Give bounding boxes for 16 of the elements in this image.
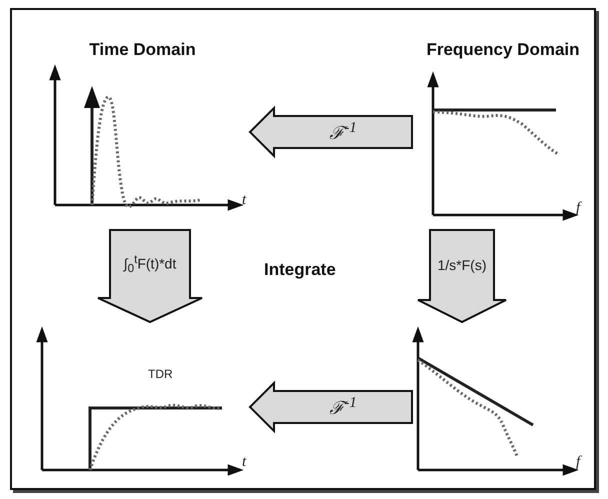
edge-label: ℱ$^{-1}$ [329,395,357,419]
edge-label: 1/s*F(s) [438,257,486,273]
axis-label: f [576,454,580,471]
block-arrow [417,229,507,324]
block-arrow [97,229,203,324]
axis-label: t [242,454,246,471]
edge-label: ℱ$^{-1}$ [329,120,357,144]
axis-label: f [576,200,580,217]
edge-label: ∫$_{0}$$^{t}$F(t)*dt [124,252,176,276]
section-label: Integrate [264,260,336,280]
block-arrow [248,106,413,158]
panel-title: Time Domain [88,40,197,61]
block-arrow [248,380,413,434]
panel-title: Frequency Domain [425,40,581,61]
axis-label: t [242,192,246,209]
curve-label: TDR [148,367,173,381]
